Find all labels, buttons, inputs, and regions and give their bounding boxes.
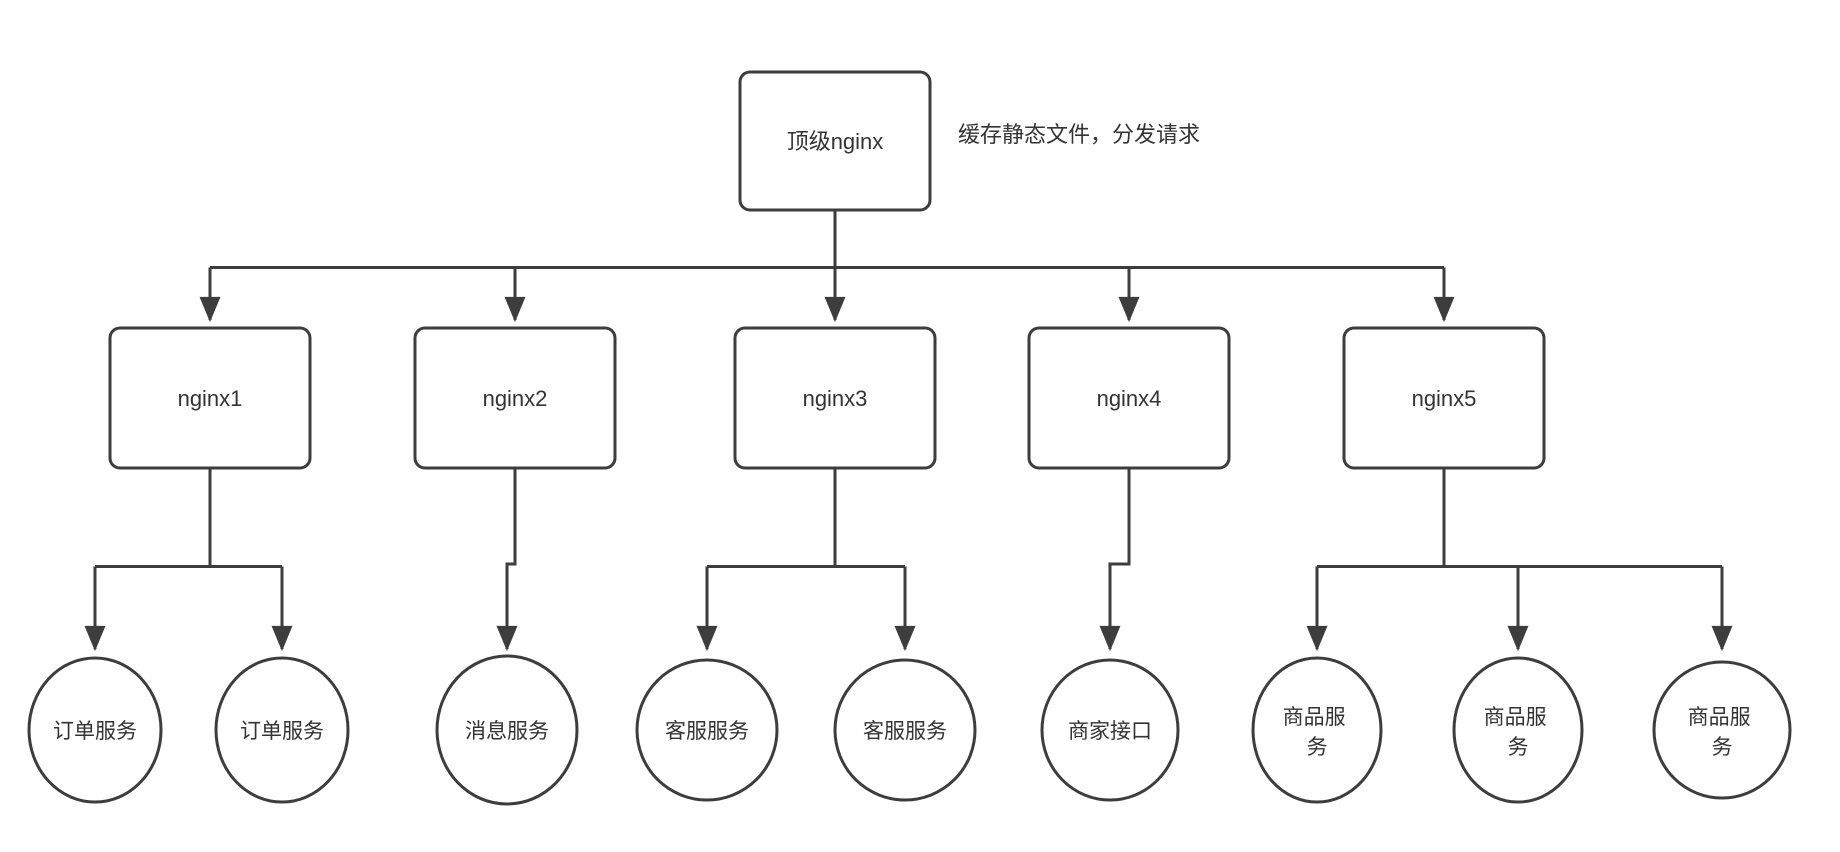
edge-arrow-service6 [1099, 468, 1131, 652]
node-nginx1: nginx1 [108, 326, 312, 470]
service-node-message: 消息服务 [435, 654, 579, 806]
service-node-product-3: 商品服 务 [1652, 660, 1792, 800]
nginx4-label: nginx4 [1097, 386, 1162, 411]
nginx5-label: nginx5 [1412, 386, 1477, 411]
service3-ellipse [435, 654, 579, 806]
service2-label: 订单服务 [240, 720, 324, 743]
service-node-support-1: 客服服务 [635, 658, 779, 802]
service3-label: 消息服务 [465, 720, 549, 743]
service9-ellipse [1652, 660, 1792, 800]
service-node-support-2: 客服服务 [833, 658, 977, 802]
nginx2-label: nginx2 [483, 386, 548, 411]
service9-label: 商品服 务 [1688, 706, 1757, 759]
service4-label: 客服服务 [665, 720, 749, 743]
service7-ellipse [1251, 656, 1383, 804]
nginx2-box [413, 326, 617, 470]
node-nginx4: nginx4 [1027, 326, 1231, 470]
service-node-order-2: 订单服务 [214, 656, 350, 804]
node-nginx5: nginx5 [1342, 326, 1546, 470]
service8-label: 商品服 务 [1484, 706, 1553, 759]
service1-ellipse [27, 656, 163, 804]
service5-ellipse [833, 658, 977, 802]
node-top-nginx: 顶级nginx [738, 70, 932, 212]
service8-ellipse [1452, 656, 1584, 804]
service6-label: 商家接口 [1068, 720, 1152, 743]
service7-label: 商品服 务 [1283, 706, 1352, 759]
nginx3-box [733, 326, 937, 470]
service5-label: 客服服务 [863, 720, 947, 743]
edge-arrow-service3 [496, 468, 518, 652]
top-nginx-label: 顶级nginx [787, 129, 884, 154]
connectors [84, 210, 1733, 652]
service-node-product-1: 商品服 务 [1251, 656, 1383, 804]
service2-ellipse [214, 656, 350, 804]
nginx4-box [1027, 326, 1231, 470]
service-node-order-1: 订单服务 [27, 656, 163, 804]
nginx1-box [108, 326, 312, 470]
nginx1-label: nginx1 [178, 386, 243, 411]
node-nginx2: nginx2 [413, 326, 617, 470]
top-nginx-note: 缓存静态文件，分发请求 [958, 122, 1200, 147]
service4-ellipse [635, 658, 779, 802]
node-nginx3: nginx3 [733, 326, 937, 470]
service6-ellipse [1040, 658, 1180, 802]
nginx5-box [1342, 326, 1546, 470]
nginx3-label: nginx3 [803, 386, 868, 411]
service-node-merchant: 商家接口 [1040, 658, 1180, 802]
service-node-product-2: 商品服 务 [1452, 656, 1584, 804]
service1-label: 订单服务 [53, 720, 137, 743]
top-nginx-box [738, 70, 932, 212]
